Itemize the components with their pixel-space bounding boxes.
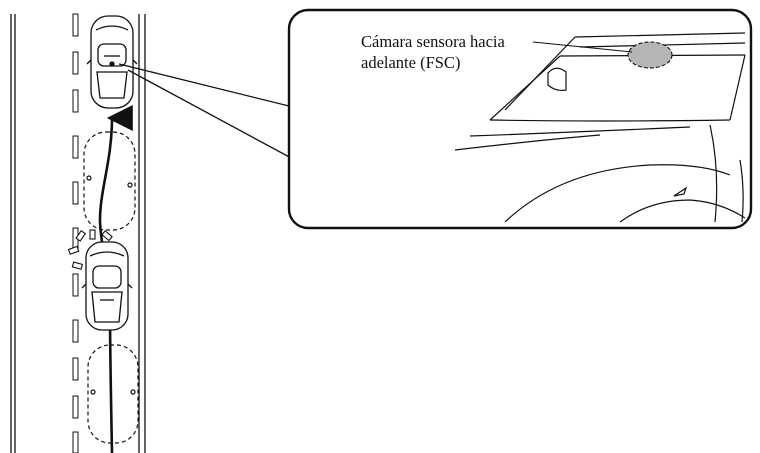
- road: [10, 14, 146, 453]
- ghost-car-lower: [87, 344, 139, 444]
- lead-car: [86, 15, 138, 109]
- lane-markings: [72, 13, 79, 453]
- camera-label-line2: adelante (FSC): [361, 53, 461, 72]
- ghost-car-upper: [83, 131, 136, 231]
- camera-sensor-spot: [627, 41, 673, 69]
- label-pointer: [532, 41, 633, 53]
- windshield-illustration: [454, 32, 746, 223]
- lane-dash: [72, 431, 79, 453]
- lane-dash: [72, 89, 79, 113]
- subject-car: [81, 241, 133, 331]
- lane-dash: [72, 273, 79, 297]
- camera-label-line1: Cámara sensora hacia: [361, 32, 505, 51]
- camera-label: Cámara sensora hacia adelante (FSC): [361, 31, 581, 73]
- lane-dash: [72, 357, 79, 381]
- lane-dash: [72, 51, 79, 75]
- lane-dash: [72, 135, 79, 159]
- sensor-rays: [67, 229, 113, 270]
- lane-dash: [72, 13, 79, 37]
- lane-dash: [72, 181, 79, 205]
- lane-dash: [72, 319, 79, 343]
- lane-dash: [72, 395, 79, 419]
- callout-box: [287, 8, 753, 230]
- callout-leader: [118, 63, 294, 160]
